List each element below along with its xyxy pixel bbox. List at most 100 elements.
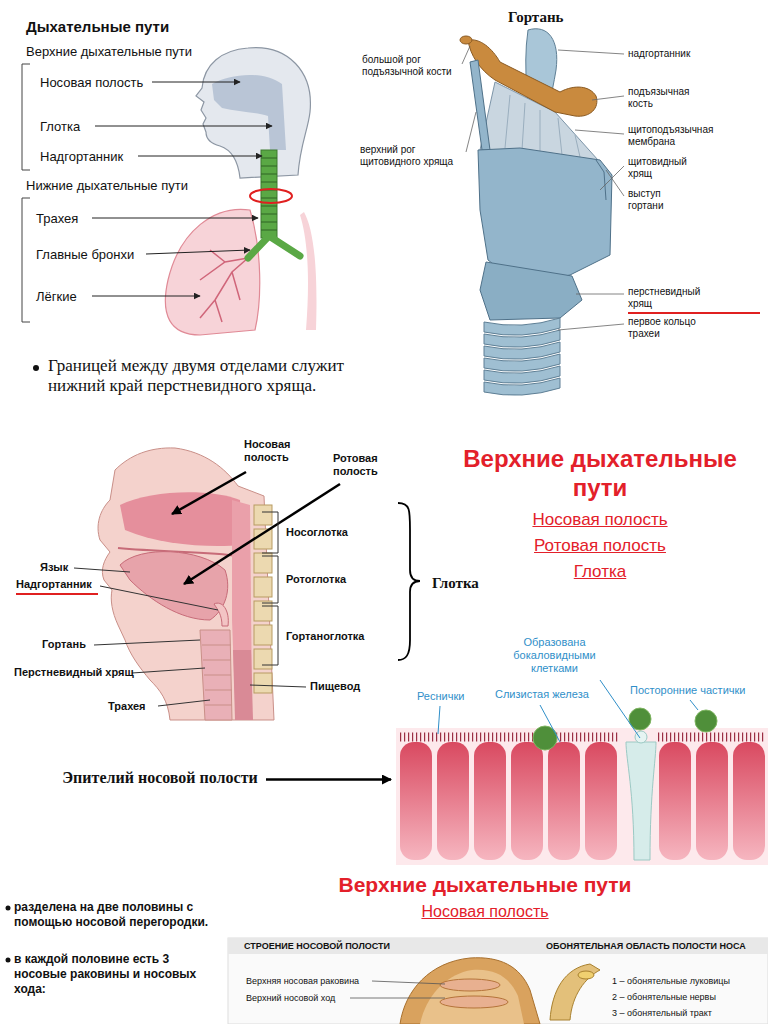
part-label: щитовидный хрящ [628, 156, 708, 180]
head-section [254, 673, 272, 693]
leader-line [250, 685, 306, 687]
leader-line [132, 668, 205, 673]
callout-label: Посторонние частички [630, 684, 745, 697]
part-label: выступ гортани [628, 188, 698, 212]
epithelium-panel: Образована бокаловидными клеткамиРесничк… [395, 628, 768, 865]
larynx-figure [470, 60, 490, 150]
epithelium-figure [396, 728, 768, 865]
callout-label: Слизистая железа [495, 688, 589, 701]
leader-line [74, 568, 130, 572]
part-label: Главные бронхи [36, 247, 134, 263]
epithelium-figure [400, 742, 432, 860]
pointer-arrow [266, 778, 391, 781]
head-section [120, 492, 242, 546]
callout-label: Реснички [417, 690, 464, 703]
epithelium-figure [474, 742, 506, 860]
leader-line [576, 294, 624, 295]
respiratory-figure [212, 75, 286, 150]
bullet-text: разделена на две половины с помощью носо… [14, 900, 224, 930]
leader-line [606, 170, 624, 196]
leader-line [466, 112, 476, 152]
leader-line [540, 705, 560, 742]
respiratory-figure [261, 158, 277, 230]
part-label: Пищевод [310, 680, 360, 693]
nasal-figure [440, 979, 500, 991]
epithelium-figure [548, 742, 580, 860]
bullet-dot [6, 906, 11, 911]
highlight-underline [16, 593, 98, 595]
larynx-figure [480, 262, 582, 320]
larynx-figure [484, 318, 560, 335]
part-label: Ротовая полость [333, 452, 405, 478]
nasal-figure [228, 938, 768, 1024]
leader-line [152, 82, 240, 83]
leader-line [262, 556, 278, 603]
part-label: Перстневидный хрящ [14, 666, 134, 679]
epithelium-figure [585, 742, 617, 860]
respiratory-figure [261, 150, 277, 238]
bullet-dot [33, 365, 39, 371]
leader-line [100, 586, 218, 610]
nasal-figure [400, 958, 540, 1024]
part-label: Носоглотка [286, 526, 348, 539]
nasal-figure [420, 970, 524, 1024]
part-label: Верхний носовой ход [246, 993, 335, 1004]
leader-line [350, 981, 445, 998]
part-label: большой рог подъязычной кости [362, 54, 467, 78]
leader-line [462, 46, 624, 330]
section-link: Глотка [440, 562, 760, 582]
slide-heading: Верхние дыхательные пути [440, 444, 760, 502]
larynx-figure [460, 29, 612, 395]
part-label: Надгортанник [40, 149, 123, 165]
part-label: 2 – обонятельные нервы [612, 992, 716, 1003]
part-label: Глотка [40, 119, 80, 135]
part-label: Носовая полость [40, 75, 143, 91]
leader-line [138, 156, 262, 157]
figure-panel: СТРОЕНИЕ НОСОВОЙ ПОЛОСТИОБОНЯТЕЛЬНАЯ ОБЛ… [228, 938, 768, 1024]
epithelium-figure [437, 742, 469, 860]
leader-line [158, 700, 210, 706]
respiratory-figure [248, 236, 300, 258]
leader-line [462, 46, 470, 64]
part-label: Надгортанник [16, 578, 92, 591]
leader-line [690, 700, 698, 710]
head-section [254, 601, 272, 621]
leader-line [350, 998, 445, 999]
larynx-figure [460, 36, 472, 44]
note-text: Границей между двумя отделами служит ниж… [48, 356, 348, 396]
section-link: Носовая полость [440, 510, 760, 530]
group-label: Нижние дыхательные пути [26, 178, 188, 194]
part-label: 1 – обонятельные луковицы [612, 976, 730, 987]
leader-line [94, 640, 200, 645]
part-label: перстневидный хрящ [628, 286, 713, 310]
respiratory-figure [196, 48, 310, 178]
leader-line [92, 296, 200, 297]
larynx-figure [484, 378, 560, 395]
leader-line [95, 126, 272, 127]
pointer-arrow [172, 472, 246, 514]
bullet-dot [6, 365, 40, 963]
section-link: Носовая полость [300, 902, 670, 921]
caption-text: Эпителий носовой полости [60, 768, 260, 787]
panel-heading: Гортань [508, 8, 564, 26]
group-label: Верхние дыхательные пути [26, 44, 192, 60]
leader-line [592, 96, 624, 100]
part-label: Язык [40, 561, 68, 574]
epithelium-figure [733, 742, 765, 860]
curly-brace [398, 503, 420, 660]
nasal-figure [550, 964, 600, 1020]
head-section [214, 603, 228, 626]
part-label: Верхняя носовая раковина [246, 976, 359, 987]
bullet-text: в каждой половине есть 3 носовые раковин… [14, 952, 224, 997]
epithelium-figure [659, 742, 691, 860]
larynx-figure [484, 342, 560, 359]
respiratory-figure [300, 212, 317, 330]
leader-line [575, 130, 624, 134]
leader-line [262, 606, 278, 665]
panel-heading: Дыхательные пути [26, 18, 169, 36]
leader-line [558, 50, 624, 54]
part-label: щитоподъязычная мембрана [628, 124, 723, 148]
respiratory-figure [165, 48, 316, 335]
part-label: Ротоглотка [286, 573, 346, 586]
head-section [254, 649, 272, 669]
